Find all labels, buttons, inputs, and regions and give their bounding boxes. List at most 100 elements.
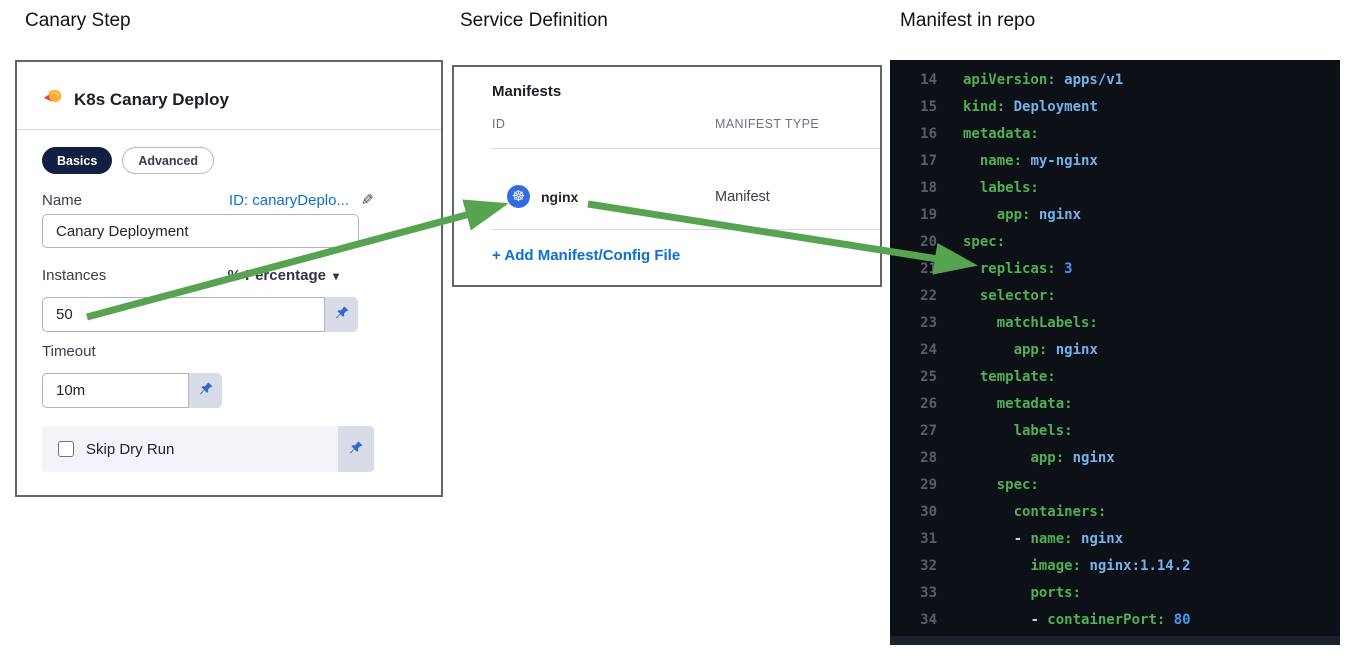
line-number: 15	[920, 99, 937, 115]
line-number: 20	[920, 234, 937, 250]
line-number: 14	[920, 72, 937, 88]
kubernetes-icon: ☸	[507, 185, 530, 208]
step-tabs: Basics Advanced	[42, 147, 215, 174]
line-source: app: nginx	[1013, 342, 1098, 358]
canary-bird-icon	[42, 86, 64, 113]
code-line: 18 labels:	[890, 175, 1340, 202]
line-number: 30	[920, 504, 937, 520]
line-source: apiVersion: apps/v1	[963, 72, 1124, 88]
line-source: labels:	[1013, 423, 1073, 439]
add-manifest-config-link[interactable]: + Add Manifest/Config File	[492, 247, 681, 264]
line-source: app: nginx	[996, 207, 1082, 223]
skip-dry-run-checkbox[interactable]	[58, 441, 74, 457]
line-source: app: nginx	[1030, 450, 1115, 466]
instances-pin-button[interactable]	[325, 297, 358, 332]
line-source: spec:	[963, 234, 1006, 250]
skip-dry-run-row: Skip Dry Run	[42, 426, 374, 472]
line-source: template:	[979, 369, 1056, 385]
step-header: K8s Canary Deploy	[42, 86, 229, 113]
chevron-down-icon: ▾	[332, 268, 339, 283]
code-line: 27 labels:	[890, 418, 1340, 445]
line-number: 21	[920, 261, 937, 277]
line-source: - containerPort: 80	[1030, 612, 1191, 628]
line-number: 16	[920, 126, 937, 142]
unit-dropdown-label: % Percentage	[227, 267, 326, 284]
line-number: 25	[920, 369, 937, 385]
line-number: 23	[920, 315, 937, 331]
code-line: 34 - containerPort: 80	[890, 607, 1340, 634]
step-title: K8s Canary Deploy	[74, 89, 229, 109]
line-number: 34	[920, 612, 937, 628]
line-number: 27	[920, 423, 937, 439]
canary-step-title: Canary Step	[25, 10, 131, 31]
instances-input[interactable]	[42, 297, 325, 332]
line-number: 26	[920, 396, 937, 412]
line-number: 19	[920, 207, 937, 223]
manifest-type-cell: Manifest	[715, 188, 770, 205]
manifest-table-row[interactable]: ☸ nginx Manifest	[454, 164, 880, 229]
skip-dry-run-pin-button[interactable]	[338, 426, 374, 472]
step-id-link[interactable]: ID: canaryDeplo...	[228, 192, 349, 209]
code-line: 17 name: my-nginx	[890, 148, 1340, 175]
timeout-label: Timeout	[42, 343, 96, 360]
column-header-manifest-type: MANIFEST TYPE	[715, 117, 820, 131]
code-line: 21 replicas: 3	[890, 256, 1340, 283]
code-scrollbar-track[interactable]	[890, 636, 1340, 645]
service-definition-panel: Manifests ID MANIFEST TYPE ☸ nginx Manif…	[452, 65, 882, 287]
line-source: metadata:	[963, 126, 1039, 142]
line-number: 22	[920, 288, 937, 304]
line-number: 32	[920, 558, 937, 574]
line-number: 31	[920, 531, 937, 547]
manifest-in-repo-title: Manifest in repo	[900, 10, 1036, 31]
header-divider	[17, 129, 441, 130]
line-number: 24	[920, 342, 937, 358]
code-line: 29 spec:	[890, 472, 1340, 499]
line-source: matchLabels:	[996, 315, 1098, 331]
code-line: 15 kind: Deployment	[890, 94, 1340, 121]
code-line: 25 template:	[890, 364, 1340, 391]
line-source: kind: Deployment	[963, 99, 1098, 115]
line-number: 28	[920, 450, 937, 466]
line-source: labels:	[979, 180, 1039, 196]
tab-basics[interactable]: Basics	[42, 147, 113, 174]
code-line: 33 ports:	[890, 580, 1340, 607]
code-line: 28 app: nginx	[890, 445, 1340, 472]
pin-icon	[334, 305, 350, 324]
manifest-id-cell: nginx	[541, 188, 579, 205]
line-source: ports:	[1030, 585, 1082, 601]
code-line: 16 metadata:	[890, 121, 1340, 148]
line-source: spec:	[996, 477, 1039, 493]
code-line: 24 app: nginx	[890, 337, 1340, 364]
line-source: replicas: 3	[979, 261, 1073, 277]
skip-dry-run-label: Skip Dry Run	[86, 440, 175, 458]
tab-advanced[interactable]: Advanced	[122, 147, 215, 174]
line-source: - name: nginx	[1013, 531, 1124, 547]
line-source: metadata:	[996, 396, 1073, 412]
table-header-divider	[492, 148, 880, 149]
service-definition-title: Service Definition	[460, 10, 608, 31]
code-line: 23 matchLabels:	[890, 310, 1340, 337]
edit-id-pencil-icon[interactable]: ✎	[361, 192, 374, 209]
line-source: name: my-nginx	[979, 153, 1098, 169]
column-header-id: ID	[492, 117, 506, 131]
canary-step-panel: K8s Canary Deploy Basics Advanced Name I…	[15, 60, 443, 497]
code-line: 30 containers:	[890, 499, 1340, 526]
line-source: image: nginx:1.14.2	[1030, 558, 1191, 574]
manifests-heading: Manifests	[492, 83, 562, 100]
code-line: 22 selector:	[890, 283, 1340, 310]
table-row-divider	[492, 229, 880, 230]
timeout-pin-button[interactable]	[189, 373, 222, 408]
line-number: 18	[920, 180, 937, 196]
pin-icon	[348, 440, 364, 459]
timeout-input[interactable]	[42, 373, 189, 408]
code-line: 31 - name: nginx	[890, 526, 1340, 553]
line-source: selector:	[979, 288, 1056, 304]
instances-label: Instances	[42, 267, 107, 284]
line-number: 33	[920, 585, 937, 601]
name-label: Name	[42, 192, 83, 209]
instances-unit-dropdown[interactable]: % Percentage ▾	[228, 267, 339, 284]
name-input[interactable]	[42, 214, 359, 248]
line-number: 29	[920, 477, 937, 493]
